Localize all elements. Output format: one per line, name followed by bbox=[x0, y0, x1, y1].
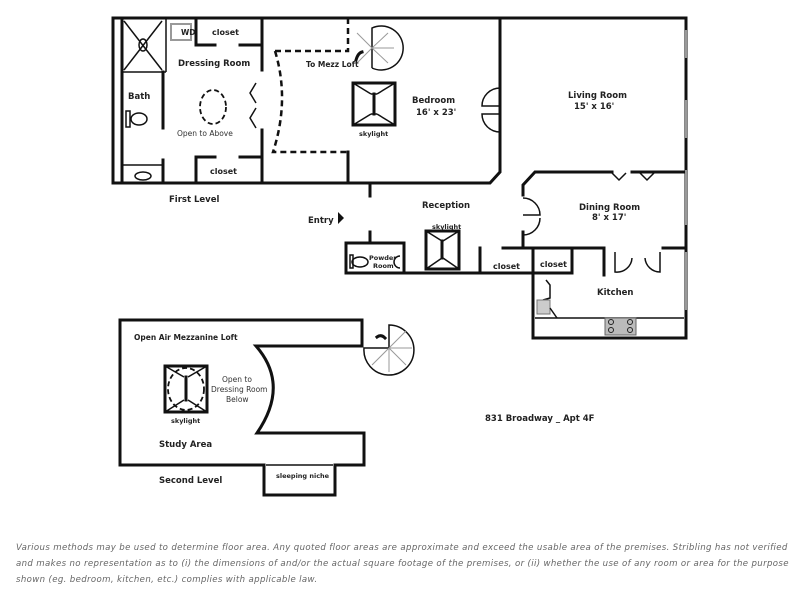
kitchen-double-door[interactable] bbox=[614, 252, 661, 273]
bath-label: Bath bbox=[128, 92, 150, 102]
powder-sink-icon bbox=[393, 255, 401, 269]
skylight-label: skylight bbox=[359, 130, 388, 138]
dining-bifold-door[interactable] bbox=[611, 172, 655, 182]
dining-room-dims: 8' x 17' bbox=[592, 213, 626, 223]
entry-arrow-icon bbox=[338, 212, 344, 224]
spiral-stair-icon bbox=[363, 324, 415, 376]
closet-label: closet bbox=[540, 260, 567, 269]
open-to-label: Open to bbox=[222, 375, 252, 384]
bifold-door bbox=[249, 82, 257, 129]
closet-label: closet bbox=[210, 167, 237, 176]
sink-icon bbox=[134, 171, 152, 181]
skylight-icon bbox=[351, 81, 397, 127]
powder-room-label: Powder bbox=[369, 254, 397, 262]
toilet-icon bbox=[125, 110, 131, 128]
bedroom-dims: 16' x 23' bbox=[416, 108, 456, 118]
closet-label: closet bbox=[212, 28, 239, 37]
skylight-icon bbox=[163, 364, 209, 414]
first-level: WD closet Dressing Room Open to Above Ba… bbox=[111, 16, 688, 340]
mezzanine-outline bbox=[118, 318, 366, 497]
open-to-label: Below bbox=[226, 395, 249, 404]
mezzanine-label: Open Air Mezzanine Loft bbox=[134, 333, 238, 342]
spiral-stair-icon bbox=[354, 25, 404, 71]
wd-label: WD bbox=[181, 28, 196, 37]
open-to-label: Dressing Room bbox=[211, 385, 267, 394]
sleeping-niche-label: sleeping niche bbox=[276, 472, 330, 480]
reception-label: Reception bbox=[422, 201, 470, 211]
second-level-label: Second Level bbox=[159, 476, 222, 486]
closet-label: closet bbox=[493, 262, 520, 271]
entry-label: Entry bbox=[308, 216, 334, 226]
living-room-dims: 15' x 16' bbox=[574, 102, 614, 112]
powder-room-label: Room bbox=[373, 262, 394, 270]
first-level-label: First Level bbox=[169, 195, 219, 205]
living-room-label: Living Room bbox=[568, 91, 627, 101]
study-area-label: Study Area bbox=[159, 440, 212, 450]
to-mezz-loft-label: To Mezz Loft bbox=[306, 60, 359, 69]
reception-skylight-icon bbox=[424, 229, 461, 271]
skylight-label: skylight bbox=[171, 417, 200, 425]
loft-outline bbox=[275, 18, 350, 53]
washer-dryer bbox=[170, 23, 192, 41]
stove-icon bbox=[604, 317, 637, 336]
open-to-above-outline bbox=[199, 89, 227, 125]
skylight-label: skylight bbox=[432, 223, 461, 231]
powder-toilet-icon bbox=[351, 256, 369, 268]
kitchen-sink-icon bbox=[536, 299, 551, 315]
open-to-above-label: Open to Above bbox=[177, 129, 233, 138]
disclaimer-text: Various methods may be used to determine… bbox=[16, 543, 789, 585]
bedroom-label: Bedroom bbox=[412, 96, 455, 106]
dining-room-label: Dining Room bbox=[579, 203, 640, 213]
kitchen-label: Kitchen bbox=[597, 288, 633, 298]
dining-double-door[interactable] bbox=[522, 197, 541, 236]
bedroom-double-door[interactable] bbox=[481, 87, 501, 133]
address-label: 831 Broadway _ Apt 4F bbox=[485, 414, 595, 424]
dressing-room-label: Dressing Room bbox=[178, 59, 250, 69]
second-level: Open Air Mezzanine Loft Open to Dressing… bbox=[118, 318, 415, 497]
shower-icon bbox=[123, 20, 163, 71]
